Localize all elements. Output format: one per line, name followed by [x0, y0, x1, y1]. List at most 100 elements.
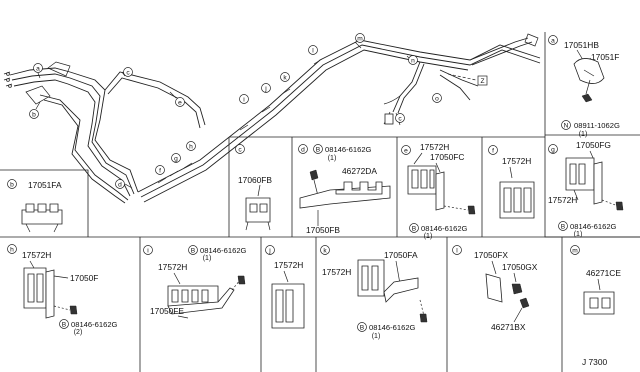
svg-text:17050FC: 17050FC [430, 152, 464, 162]
svg-text:n: n [411, 57, 415, 64]
svg-text:i: i [147, 247, 149, 254]
svg-text:B: B [360, 324, 365, 331]
svg-text:17050FB: 17050FB [306, 225, 340, 235]
svg-text:17050FG: 17050FG [576, 140, 611, 150]
svg-text:17050FE: 17050FE [150, 306, 184, 316]
callout-l: l [308, 45, 318, 55]
svg-text:46272DA: 46272DA [342, 166, 377, 176]
svg-text:17050GX: 17050GX [502, 262, 538, 272]
panel-h: h 17572H 17050F B 08146-6162G (2) [7, 244, 118, 336]
svg-text:46271CE: 46271CE [586, 268, 621, 278]
panel-f: f 17572H [488, 145, 535, 219]
callout-b: b [29, 101, 41, 119]
panel-b: b 17051FA [7, 179, 63, 233]
svg-text:17572H: 17572H [502, 156, 531, 166]
svg-text:g: g [551, 146, 555, 153]
svg-text:d: d [301, 146, 305, 153]
svg-text:17572H: 17572H [420, 142, 449, 152]
svg-text:17050F: 17050F [70, 273, 98, 283]
svg-text:b: b [10, 181, 14, 188]
svg-text:08146-6162G: 08146-6162G [369, 323, 416, 332]
panel-g: g 17050FG 17572H B 08146-6162G (1) [548, 140, 624, 238]
callout-h: h [186, 141, 196, 151]
svg-text:17050FA: 17050FA [384, 250, 418, 260]
svg-text:17060FB: 17060FB [238, 175, 272, 185]
callout-n: n [408, 55, 418, 65]
panel-c: c 17060FB [235, 144, 272, 231]
svg-text:c: c [398, 115, 402, 122]
svg-text:B: B [62, 321, 67, 328]
svg-text:j: j [268, 247, 271, 254]
svg-text:B: B [561, 223, 566, 230]
svg-text:(1): (1) [328, 155, 337, 162]
svg-text:Z: Z [480, 78, 484, 85]
svg-text:N: N [564, 122, 569, 129]
svg-text:08911-1062G: 08911-1062G [574, 121, 620, 130]
svg-text:e: e [404, 147, 408, 154]
panel-m: m 46271CE [570, 245, 621, 315]
svg-text:c: c [126, 69, 130, 76]
callout-f: f [155, 165, 165, 175]
panel-i: i B 08146-6162G (1) 17572H 17050FE [143, 245, 247, 319]
svg-text:17572H: 17572H [158, 262, 187, 272]
svg-text:08146-6162G: 08146-6162G [325, 145, 372, 154]
svg-text:j: j [264, 85, 267, 92]
svg-text:b: b [32, 111, 36, 118]
svg-text:17572H: 17572H [322, 267, 351, 277]
svg-text:o: o [435, 95, 439, 102]
svg-text:a: a [36, 65, 40, 72]
svg-text:k: k [283, 74, 287, 81]
callout-c-lower: c [395, 113, 405, 123]
panel-a: a 17051HB 17051F N 08911-1062G (1) [548, 35, 620, 138]
svg-text:08146-6162G: 08146-6162G [421, 224, 468, 233]
svg-text:17051HB: 17051HB [564, 40, 599, 50]
svg-text:f: f [492, 147, 494, 154]
svg-text:17572H: 17572H [22, 250, 51, 260]
svg-text:(1): (1) [203, 255, 212, 262]
callout-g: g [171, 153, 181, 163]
svg-text:17051FA: 17051FA [28, 180, 62, 190]
section-ref-z: Z [477, 75, 488, 86]
svg-text:B: B [412, 225, 417, 232]
svg-text:g: g [174, 155, 178, 162]
diagram-code: J 7300 [582, 357, 607, 367]
svg-text:(1): (1) [372, 333, 381, 340]
svg-text:08146-6162G: 08146-6162G [200, 246, 247, 255]
callout-j: j [261, 83, 271, 93]
svg-text:i: i [243, 96, 245, 103]
svg-text:e: e [178, 99, 182, 106]
svg-text:08146-6162G: 08146-6162G [570, 222, 617, 231]
callout-a: a [33, 63, 43, 79]
svg-text:(2): (2) [74, 329, 83, 336]
svg-text:(1): (1) [424, 233, 433, 240]
panel-j: j 17572H [265, 245, 305, 329]
panel-e: e 17572H 17050FC B 08146-6162G (1) [401, 142, 476, 240]
svg-text:a: a [551, 37, 555, 44]
svg-text:08146-6162G: 08146-6162G [71, 320, 118, 329]
svg-text:f: f [159, 167, 161, 174]
callout-c: c [121, 67, 133, 77]
svg-text:17050FX: 17050FX [474, 250, 508, 260]
callout-d: d [115, 179, 133, 189]
callout-m: m [355, 33, 365, 43]
svg-text:l: l [456, 247, 458, 254]
callout-k: k [280, 72, 290, 82]
panel-frames [0, 32, 640, 372]
panel-l: l 17050FX 17050GX 46271BX [452, 245, 538, 332]
callout-i: i [239, 94, 249, 104]
callout-o: o [432, 93, 442, 103]
main-tube-assembly [3, 33, 541, 204]
svg-text:46271BX: 46271BX [491, 322, 526, 332]
svg-text:h: h [10, 246, 14, 253]
svg-text:(1): (1) [574, 231, 583, 238]
svg-text:B: B [316, 146, 321, 153]
svg-text:h: h [189, 143, 193, 150]
panel-d: d B 08146-6162G (1) 46272DA 17050FB [298, 144, 391, 235]
svg-text:17572H: 17572H [274, 260, 303, 270]
panel-k: k 17572H 17050FA B 08146-6162G (1) [320, 245, 428, 340]
callout-e: e [169, 91, 185, 107]
svg-text:m: m [572, 247, 578, 254]
svg-text:(1): (1) [579, 131, 588, 138]
svg-text:d: d [118, 181, 122, 188]
